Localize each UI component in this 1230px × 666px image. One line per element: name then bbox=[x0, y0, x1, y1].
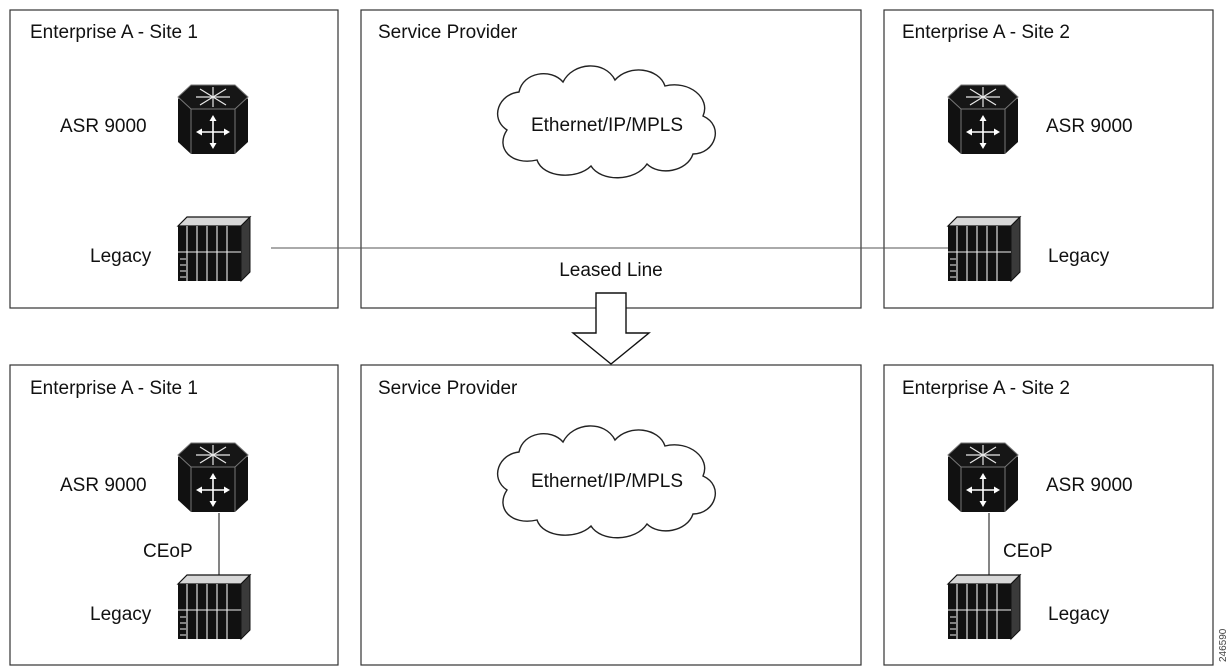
bottom-provider-panel: Service Provider Ethernet/IP/MPLS bbox=[360, 364, 862, 666]
legacy-equipment-icon bbox=[177, 216, 251, 282]
top-site2-title: Enterprise A - Site 2 bbox=[902, 22, 1070, 43]
bottom-site2-router-label: ASR 9000 bbox=[1046, 475, 1133, 496]
bottom-site2-panel: Enterprise A - Site 2 ASR 9000 CEoP Lega… bbox=[883, 364, 1214, 666]
top-site1-title: Enterprise A - Site 1 bbox=[30, 22, 198, 43]
top-cloud-label: Ethernet/IP/MPLS bbox=[531, 115, 683, 136]
top-site2-legacy-label: Legacy bbox=[1048, 246, 1110, 267]
top-site2-panel: Enterprise A - Site 2 ASR 9000 Legacy bbox=[883, 9, 1214, 309]
bottom-site1-panel: Enterprise A - Site 1 ASR 9000 CEoP Lega… bbox=[9, 364, 339, 666]
top-provider-title: Service Provider bbox=[378, 22, 518, 43]
top-provider-panel: Service Provider Ethernet/IP/MPLS bbox=[360, 9, 862, 309]
top-site1-legacy-label: Legacy bbox=[90, 246, 152, 267]
bottom-site2-title: Enterprise A - Site 2 bbox=[902, 378, 1070, 399]
top-row: Enterprise A - Site 1 ASR 9000 Legacy Se… bbox=[9, 9, 1214, 309]
legacy-equipment-icon bbox=[177, 574, 251, 640]
bottom-row: Enterprise A - Site 1 ASR 9000 CEoP Lega… bbox=[9, 364, 1214, 666]
bottom-cloud-label: Ethernet/IP/MPLS bbox=[531, 471, 683, 492]
down-arrow-icon bbox=[571, 292, 651, 365]
router-icon bbox=[947, 442, 1019, 513]
top-site2-router-label: ASR 9000 bbox=[1046, 116, 1133, 137]
top-site1-panel: Enterprise A - Site 1 ASR 9000 Legacy bbox=[9, 9, 339, 309]
bottom-site1-title: Enterprise A - Site 1 bbox=[30, 378, 198, 399]
legacy-equipment-icon bbox=[947, 216, 1021, 282]
bottom-site1-router-label: ASR 9000 bbox=[60, 475, 147, 496]
bottom-site1-legacy-label: Legacy bbox=[90, 604, 152, 625]
router-icon bbox=[177, 442, 249, 513]
leased-line-label: Leased Line bbox=[559, 260, 663, 281]
top-site1-router-label: ASR 9000 bbox=[60, 116, 147, 137]
router-icon bbox=[177, 84, 249, 155]
bottom-provider-title: Service Provider bbox=[378, 378, 518, 399]
bottom-site2-legacy-label: Legacy bbox=[1048, 604, 1110, 625]
router-icon bbox=[947, 84, 1019, 155]
bottom-site2-ceop-label: CEoP bbox=[1003, 541, 1053, 562]
bottom-site1-ceop-label: CEoP bbox=[143, 541, 193, 562]
legacy-equipment-icon bbox=[947, 574, 1021, 640]
figure-id: 246590 bbox=[1218, 628, 1229, 662]
